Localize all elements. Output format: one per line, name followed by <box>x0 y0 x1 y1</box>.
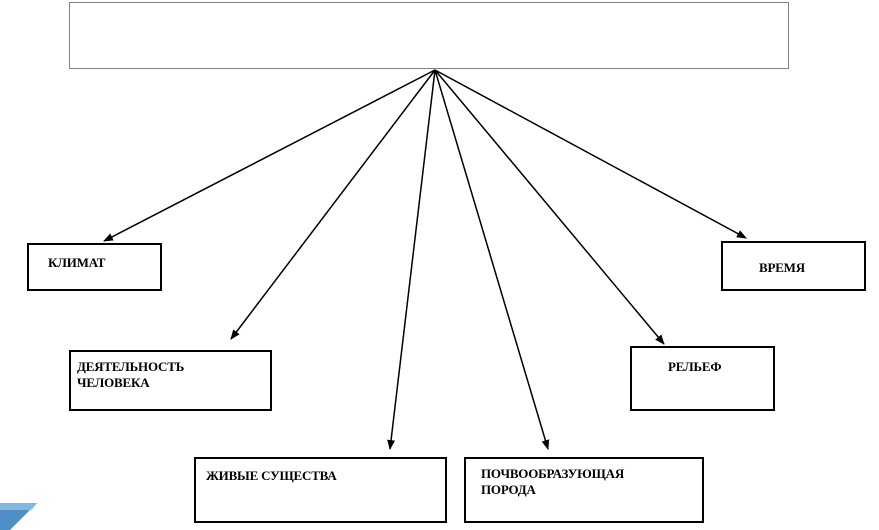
factor-box-parent-rock: ПОЧВООБРАЗУЮЩАЯ ПОРОДА <box>464 457 704 523</box>
factor-label-relief: РЕЛЬЕФ <box>668 359 722 374</box>
arrow-to-parent-rock <box>434 69 550 450</box>
root-node-box <box>69 2 789 69</box>
factor-box-human-activity: ДЕЯТЕЛЬНОСТЬ ЧЕЛОВЕКА <box>69 350 272 411</box>
arrow-to-human-activity <box>230 69 436 340</box>
factor-label-living-beings: ЖИВЫЕ СУЩЕСТВА <box>206 468 337 483</box>
factor-label-climate: КЛИМАТ <box>48 255 106 270</box>
arrow-to-time <box>434 69 747 239</box>
arrow-to-living-beings <box>387 69 436 450</box>
factor-label-human-activity: ДЕЯТЕЛЬНОСТЬ ЧЕЛОВЕКА <box>77 359 185 390</box>
factor-box-living-beings: ЖИВЫЕ СУЩЕСТВА <box>194 457 447 523</box>
factor-box-relief: РЕЛЬЕФ <box>630 346 775 411</box>
arrows-group <box>103 69 747 450</box>
factor-box-climate: КЛИМАТ <box>27 243 162 291</box>
corner-accent-icon <box>0 503 37 530</box>
arrow-to-climate <box>103 69 436 242</box>
factor-label-parent-rock: ПОЧВООБРАЗУЮЩАЯ ПОРОДА <box>481 466 625 497</box>
arrow-to-relief <box>434 69 665 345</box>
factor-label-time: ВРЕМЯ <box>759 260 805 275</box>
factor-box-time: ВРЕМЯ <box>721 241 866 291</box>
